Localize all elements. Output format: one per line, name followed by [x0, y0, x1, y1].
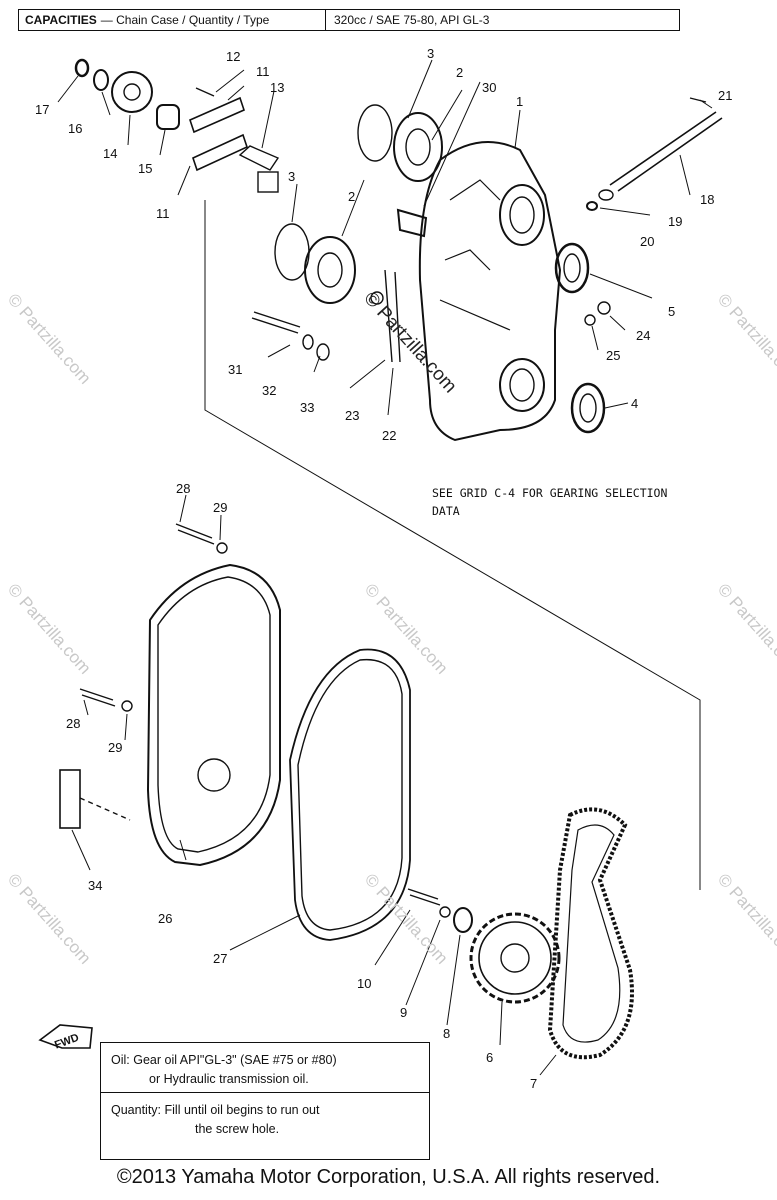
- capacities-box: CAPACITIES — Chain Case / Quantity / Typ…: [18, 9, 680, 31]
- part-label-26: 26: [158, 911, 172, 926]
- part-label-29b: 29: [108, 740, 122, 755]
- quantity-row: Quantity: Fill until oil begins to run o…: [101, 1093, 429, 1145]
- part-label-17: 17: [35, 102, 49, 117]
- part-label-15: 15: [138, 161, 152, 176]
- part-label-1: 1: [516, 94, 523, 109]
- part-label-28b: 28: [66, 716, 80, 731]
- part-label-11b: 11: [156, 206, 170, 221]
- part-label-28a: 28: [176, 481, 190, 496]
- oil-label: Oil:: [111, 1053, 130, 1067]
- part-label-18: 18: [700, 192, 714, 207]
- part-label-12: 12: [226, 49, 240, 64]
- part-label-3a: 3: [427, 46, 434, 61]
- part-label-33: 33: [300, 400, 314, 415]
- part-label-29a: 29: [213, 500, 227, 515]
- capacities-header: CAPACITIES — Chain Case / Quantity / Typ…: [19, 10, 326, 30]
- quantity-text-2: the screw hole.: [195, 1122, 280, 1136]
- part-label-22: 22: [382, 428, 396, 443]
- part-label-31: 31: [228, 362, 242, 377]
- part-label-30: 30: [482, 80, 496, 95]
- part-label-32: 32: [262, 383, 276, 398]
- part-label-19: 19: [668, 214, 682, 229]
- part-label-11a: 11: [256, 64, 270, 79]
- oil-info-box: Oil: Gear oil API"GL-3" (SAE #75 or #80)…: [100, 1042, 430, 1160]
- part-label-21: 21: [718, 88, 732, 103]
- part-label-13: 13: [270, 80, 284, 95]
- part-label-20: 20: [640, 234, 654, 249]
- part-label-16: 16: [68, 121, 82, 136]
- part-label-9: 9: [400, 1005, 407, 1020]
- capacities-value: 320cc / SAE 75-80, API GL-3: [334, 13, 490, 27]
- copyright-notice: ©2013 Yamaha Motor Corporation, U.S.A. A…: [116, 1166, 661, 1188]
- part-label-8: 8: [443, 1026, 450, 1041]
- oil-text-1: Gear oil API"GL-3" (SAE #75 or #80): [133, 1053, 337, 1067]
- capacities-description: — Chain Case / Quantity / Type: [100, 13, 270, 27]
- part-label-23: 23: [345, 408, 359, 423]
- part-label-10: 10: [357, 976, 371, 991]
- part-label-25: 25: [606, 348, 620, 363]
- part-labels: 1 2 2 3 3 4 5 6 7 8 9 10 11 11 12 13 14 …: [35, 46, 732, 1091]
- quantity-text-1: Fill until oil begins to run out: [164, 1103, 320, 1117]
- oil-row: Oil: Gear oil API"GL-3" (SAE #75 or #80)…: [101, 1043, 429, 1093]
- part-label-14: 14: [103, 146, 117, 161]
- part-label-4: 4: [631, 396, 638, 411]
- part-label-27: 27: [213, 951, 227, 966]
- part-label-6: 6: [486, 1050, 493, 1065]
- gearing-note: SEE GRID C-4 FOR GEARING SELECTION DATA: [432, 486, 668, 518]
- part-label-3b: 3: [288, 169, 295, 184]
- part-label-34: 34: [88, 878, 102, 893]
- part-label-24: 24: [636, 328, 650, 343]
- part-label-7: 7: [530, 1076, 537, 1091]
- oil-text-2: or Hydraulic transmission oil.: [149, 1072, 309, 1086]
- part-label-2a: 2: [456, 65, 463, 80]
- capacities-label: CAPACITIES: [25, 13, 97, 27]
- part-label-2b: 2: [348, 189, 355, 204]
- part-label-5: 5: [668, 304, 675, 319]
- quantity-label: Quantity:: [111, 1103, 162, 1117]
